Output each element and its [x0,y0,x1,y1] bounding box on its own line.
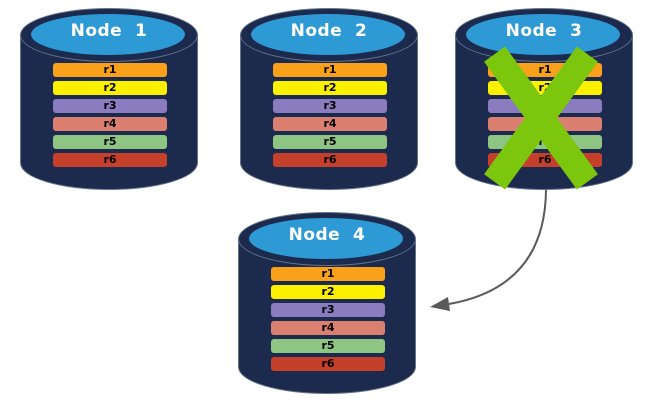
replica-row-r6: r6 [53,153,167,167]
replica-row-r2: r2 [53,81,167,95]
replica-row-r4: r4 [271,321,385,335]
cylinder-top-face [249,218,403,259]
replica-rows: r1 r2 r3 r4 r5 r6 [53,63,167,171]
replica-row-r1: r1 [273,63,387,77]
replica-rows: r1 r2 r3 r4 r5 r6 [273,63,387,171]
replica-row-r4: r4 [53,117,167,131]
replica-row-r6: r6 [488,153,602,167]
node-label: Node 4 [288,225,366,245]
replica-row-r3: r3 [488,99,602,113]
replica-row-r1: r1 [488,63,602,77]
node-4: Node 4 r1 r2 r3 r4 r5 r6 [238,212,416,396]
node-2: Node 2 r1 r2 r3 r4 r5 r6 [240,8,418,192]
replica-row-r4: r4 [273,117,387,131]
node-1: Node 1 r1 r2 r3 r4 r5 r6 [20,8,198,192]
replica-rows: r1 r2 r3 r4 r5 r6 [271,267,385,375]
cylinder-top-face [251,14,405,55]
replica-row-r3: r3 [273,99,387,113]
replica-row-r1: r1 [53,63,167,77]
replica-row-r1: r1 [271,267,385,281]
node-3: Node 3 r1 r2 r3 r4 r5 r6 [455,8,633,192]
replica-row-r4: r4 [488,117,602,131]
replica-rows: r1 r2 r3 r4 r5 r6 [488,63,602,171]
failover-arrow [430,189,547,311]
arrowhead-icon [430,297,450,311]
replica-row-r2: r2 [271,285,385,299]
node-label: Node 1 [70,21,148,41]
node-label: Node 2 [290,21,368,41]
replica-row-r5: r5 [53,135,167,149]
replica-row-r6: r6 [271,357,385,371]
replica-row-r5: r5 [488,135,602,149]
cylinder-top-face [31,14,185,55]
replica-row-r5: r5 [273,135,387,149]
replica-row-r3: r3 [53,99,167,113]
replica-row-r2: r2 [488,81,602,95]
failover-arrow-curve [448,189,547,305]
replica-row-r6: r6 [273,153,387,167]
replica-row-r5: r5 [271,339,385,353]
replica-row-r3: r3 [271,303,385,317]
replica-row-r2: r2 [273,81,387,95]
node-label: Node 3 [505,21,583,41]
